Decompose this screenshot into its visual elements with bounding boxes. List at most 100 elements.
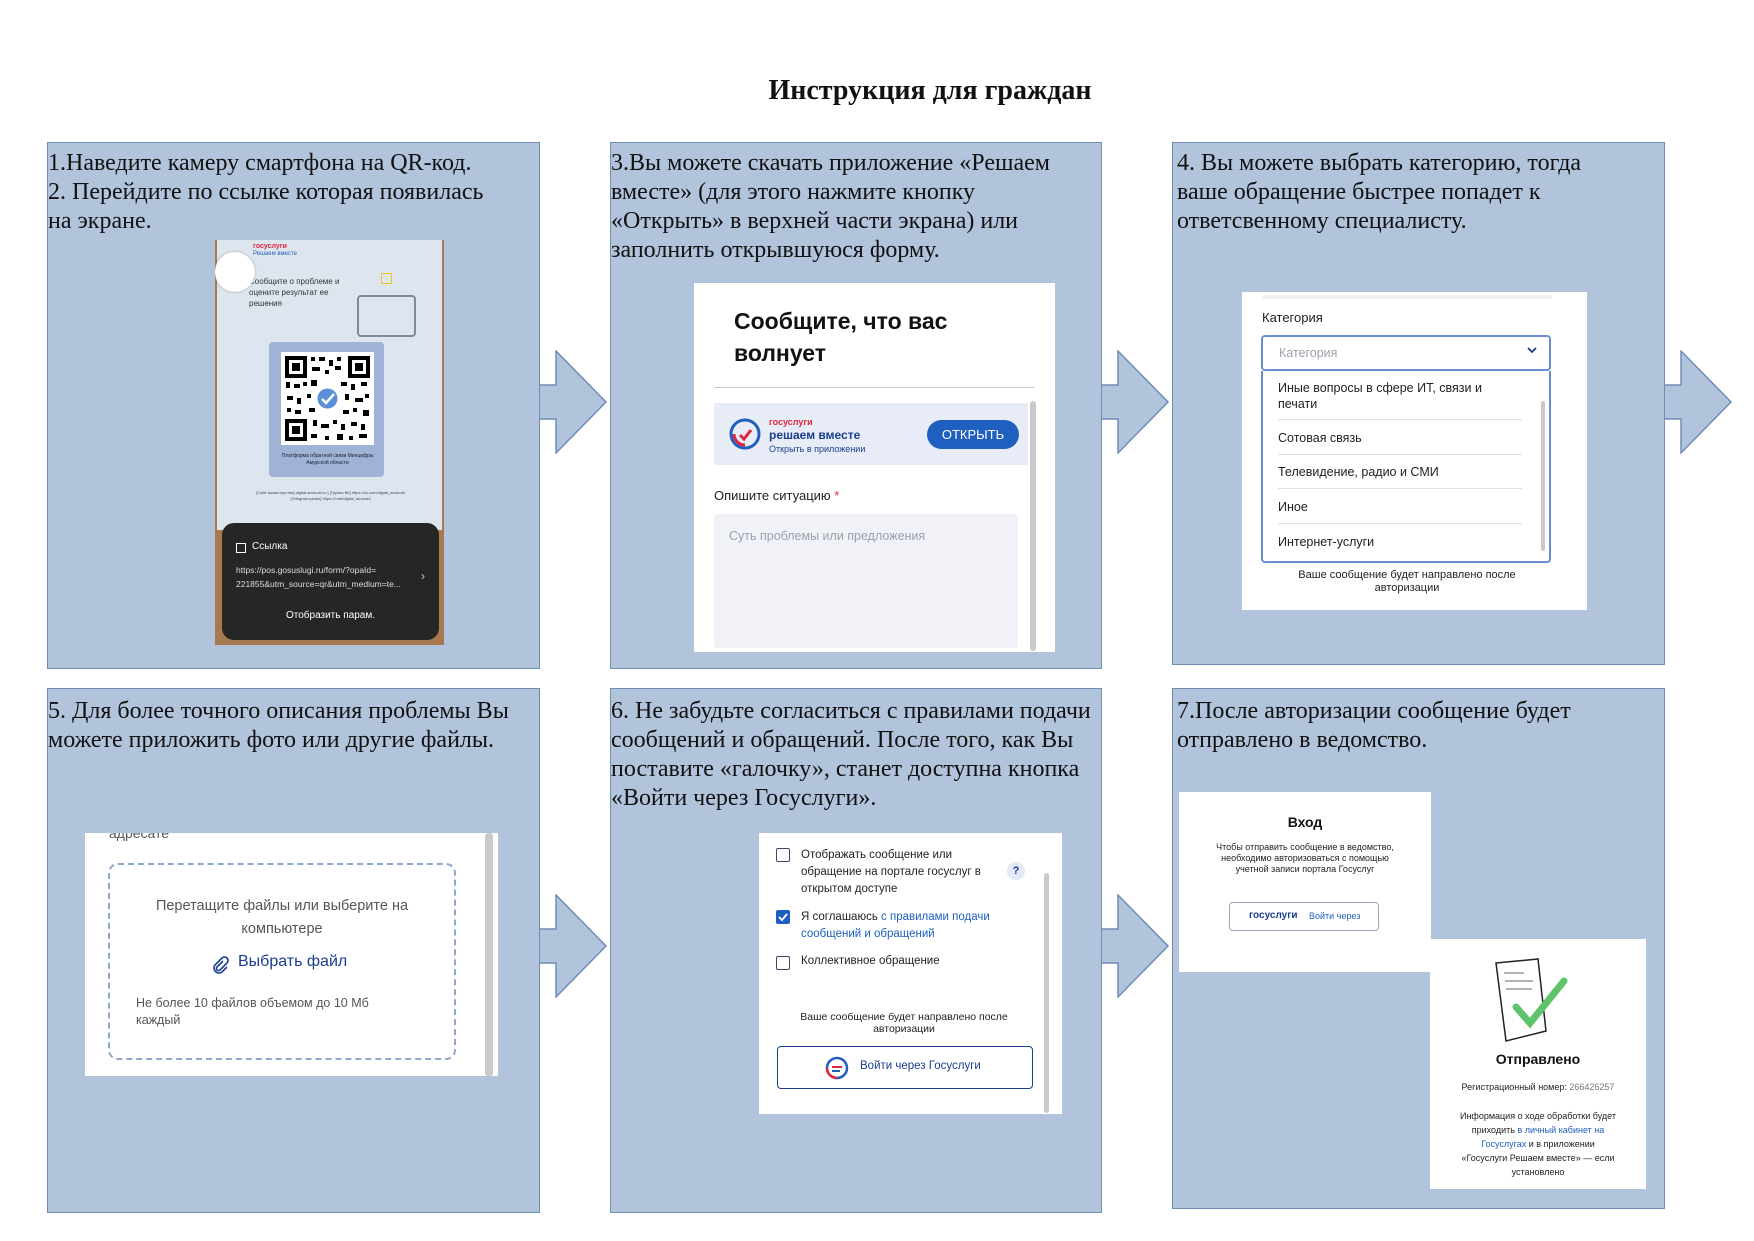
poster-brand: госуслуги (253, 243, 287, 250)
step-panel-1: 1.Наведите камеру смартфона на QR-код. 2… (47, 142, 540, 669)
link-title: Ссылка (252, 541, 288, 552)
login-screenshot: Вход Чтобы отправить сообщение в ведомст… (1179, 792, 1431, 972)
qr-poster: госуслуги Решаем вместе Сообщите о пробл… (217, 240, 442, 530)
option-divider (1278, 488, 1522, 489)
gosuslugi-logo-icon (824, 1055, 850, 1086)
login-gosuslugi-button[interactable]: Войти через Госуслуги (777, 1046, 1033, 1089)
auth-note: Ваше сообщение будет направлено после ав… (800, 1011, 1008, 1035)
arrow-right-icon (540, 894, 608, 998)
show-params-button[interactable]: Отобразить парам. (285, 610, 376, 621)
category-option[interactable]: Сотовая связь (1278, 431, 1362, 445)
step-panel-3: 3.Вы можете скачать приложение «Решаем в… (610, 142, 1102, 669)
category-footer-note: Ваше сообщение будет направлено после ав… (1298, 569, 1516, 594)
reg-number-line: Регистрационный номер: 266426257 (1430, 1082, 1646, 1092)
step-4-text: 4. Вы можете выбрать категорию, тогда ва… (1177, 150, 1582, 234)
category-placeholder: Категория (1279, 346, 1338, 360)
poster-brand-sub: Решаем вместе (253, 251, 297, 257)
app-logo-icon (728, 417, 762, 451)
login-title: Вход (1287, 814, 1323, 830)
poster-text: Сообщите о проблеме и оцените результат … (249, 277, 340, 308)
category-option[interactable]: Интернет-услуги (1278, 535, 1375, 549)
option-public-label: Отображать сообщение или обращение на по… (801, 849, 981, 895)
arrow-right-icon (1102, 350, 1170, 454)
option-agree-label: Я соглашаюсь с правилами подачи сообщени… (801, 909, 1001, 943)
qr-code (281, 352, 374, 445)
login-button-label: Войти через Госуслуги (860, 1060, 981, 1072)
upload-scrollbar[interactable] (485, 833, 493, 1076)
poster-links: [Сайт министерства] digital.amurobl.ru |… (256, 490, 405, 501)
category-option[interactable]: Иные вопросы в сфере ИТ, связи и печати (1278, 381, 1482, 411)
step-panel-5: 5. Для более точного описания проблемы В… (47, 688, 540, 1213)
step-5-text: 5. Для более точного описания проблемы В… (48, 698, 509, 753)
category-options-list: Иные вопросы в сфере ИТ, связи и печати … (1261, 371, 1551, 563)
step-1-text: 1.Наведите камеру смартфона на QR-код. 2… (48, 150, 484, 234)
app-sub: Открыть в приложении (769, 444, 866, 454)
divider (714, 387, 1034, 388)
category-screenshot: Категория Категория Иные вопросы в сфере… (1242, 292, 1587, 610)
option-divider (1278, 523, 1522, 524)
option-divider (1278, 454, 1522, 455)
info-part-2: и в приложении «Госуслуги Решаем вместе»… (1461, 1139, 1615, 1177)
login-gosuslugi-button[interactable]: госуслуги Войти через (1229, 902, 1379, 931)
form-scrollbar[interactable] (1030, 401, 1036, 651)
describe-label-text: Опишите ситуацию (714, 488, 831, 503)
category-option[interactable]: Телевидение, радио и СМИ (1278, 465, 1439, 479)
link-url[interactable]: https://pos.gosuslugi.ru/form/?opaId= 22… (236, 565, 401, 589)
describe-textarea[interactable]: Суть проблемы или предложения (714, 514, 1018, 648)
file-drop-zone[interactable]: Перетащите файлы или выберите на компьют… (108, 863, 456, 1060)
describe-label: Опишите ситуацию * (714, 488, 839, 503)
agree-prefix: Я соглашаюсь (801, 911, 882, 923)
top-divider (1262, 295, 1552, 299)
consent-screenshot: Отображать сообщение или обращение на по… (759, 833, 1062, 1114)
link-scan-icon (236, 543, 246, 553)
step-3-text: 3.Вы можете скачать приложение «Решаем в… (611, 150, 1050, 263)
sent-screenshot: Отправлено Регистрационный номер: 266426… (1430, 939, 1646, 1189)
poster-footer: Платформа обратной связи Минцифры Амурск… (281, 453, 374, 466)
category-label: Категория (1262, 310, 1323, 325)
arrow-right-icon (1665, 350, 1733, 454)
step-panel-4: 4. Вы можете выбрать категорию, тогда ва… (1172, 142, 1665, 665)
page-title: Инструкция для граждан (768, 75, 1092, 106)
form-screenshot: Сообщите, что вас волнует госуслуги реша… (694, 283, 1055, 652)
qr-link-popup[interactable]: Ссылка https://pos.gosuslugi.ru/form/?op… (222, 523, 439, 640)
cut-text: адресате (109, 833, 170, 841)
sent-info: Информация о ходе обработки будет приход… (1436, 1109, 1640, 1179)
consent-scrollbar[interactable] (1044, 873, 1049, 1113)
option-collective-label: Коллективное обращение (801, 955, 940, 967)
arrow-right-icon (540, 350, 608, 454)
open-app-button[interactable]: ОТКРЫТЬ (927, 420, 1019, 449)
reg-label: Регистрационный номер: (1461, 1082, 1570, 1092)
checkbox-public[interactable] (776, 848, 790, 862)
flash-icon[interactable] (381, 273, 392, 284)
required-mark: * (834, 488, 840, 503)
options-scrollbar[interactable] (1541, 401, 1545, 551)
sent-title: Отправлено (1495, 1051, 1581, 1067)
step-7-text: 7.После авторизации сообщение будет отпр… (1177, 698, 1571, 753)
camera-shutter-button[interactable] (215, 252, 255, 292)
help-icon[interactable]: ? (1007, 862, 1025, 880)
step-panel-7: 7.После авторизации сообщение будет отпр… (1172, 688, 1665, 1209)
app-banner[interactable]: госуслуги решаем вместе Открыть в прилож… (714, 403, 1028, 465)
cabinet-link[interactable]: в личный кабинет на Госуслугах (1481, 1125, 1605, 1149)
chevron-down-icon[interactable] (1525, 343, 1539, 362)
limit-text: Не более 10 файлов объемом до 10 Мб кажд… (136, 996, 369, 1027)
arrow-right-icon (1102, 894, 1170, 998)
category-option[interactable]: Иное (1278, 500, 1308, 514)
category-dropdown[interactable]: Категория (1261, 335, 1551, 371)
paperclip-icon (210, 955, 230, 980)
checkbox-agree[interactable] (776, 910, 790, 924)
chevron-right-icon[interactable]: › (421, 569, 425, 583)
rules-link[interactable]: с правилами подачи сообщений и обращений (801, 911, 990, 940)
login-text: Чтобы отправить сообщение в ведомство, н… (1216, 842, 1394, 874)
checkbox-collective[interactable] (776, 956, 790, 970)
step-panel-6: 6. Не забудьте согласиться с правилами п… (610, 688, 1102, 1213)
option-divider (1278, 419, 1522, 420)
describe-placeholder: Суть проблемы или предложения (729, 529, 926, 543)
upload-screenshot: адресате Перетащите файлы или выберите н… (85, 833, 498, 1076)
phone-camera-screenshot: госуслуги Решаем вместе Сообщите о пробл… (215, 240, 444, 645)
form-heading: Сообщите, что вас волнует (734, 308, 948, 366)
app-brand: госуслуги (769, 417, 813, 427)
app-name: решаем вместе (769, 428, 861, 442)
poster-illustration (357, 295, 416, 337)
document-check-icon (1490, 957, 1580, 1052)
